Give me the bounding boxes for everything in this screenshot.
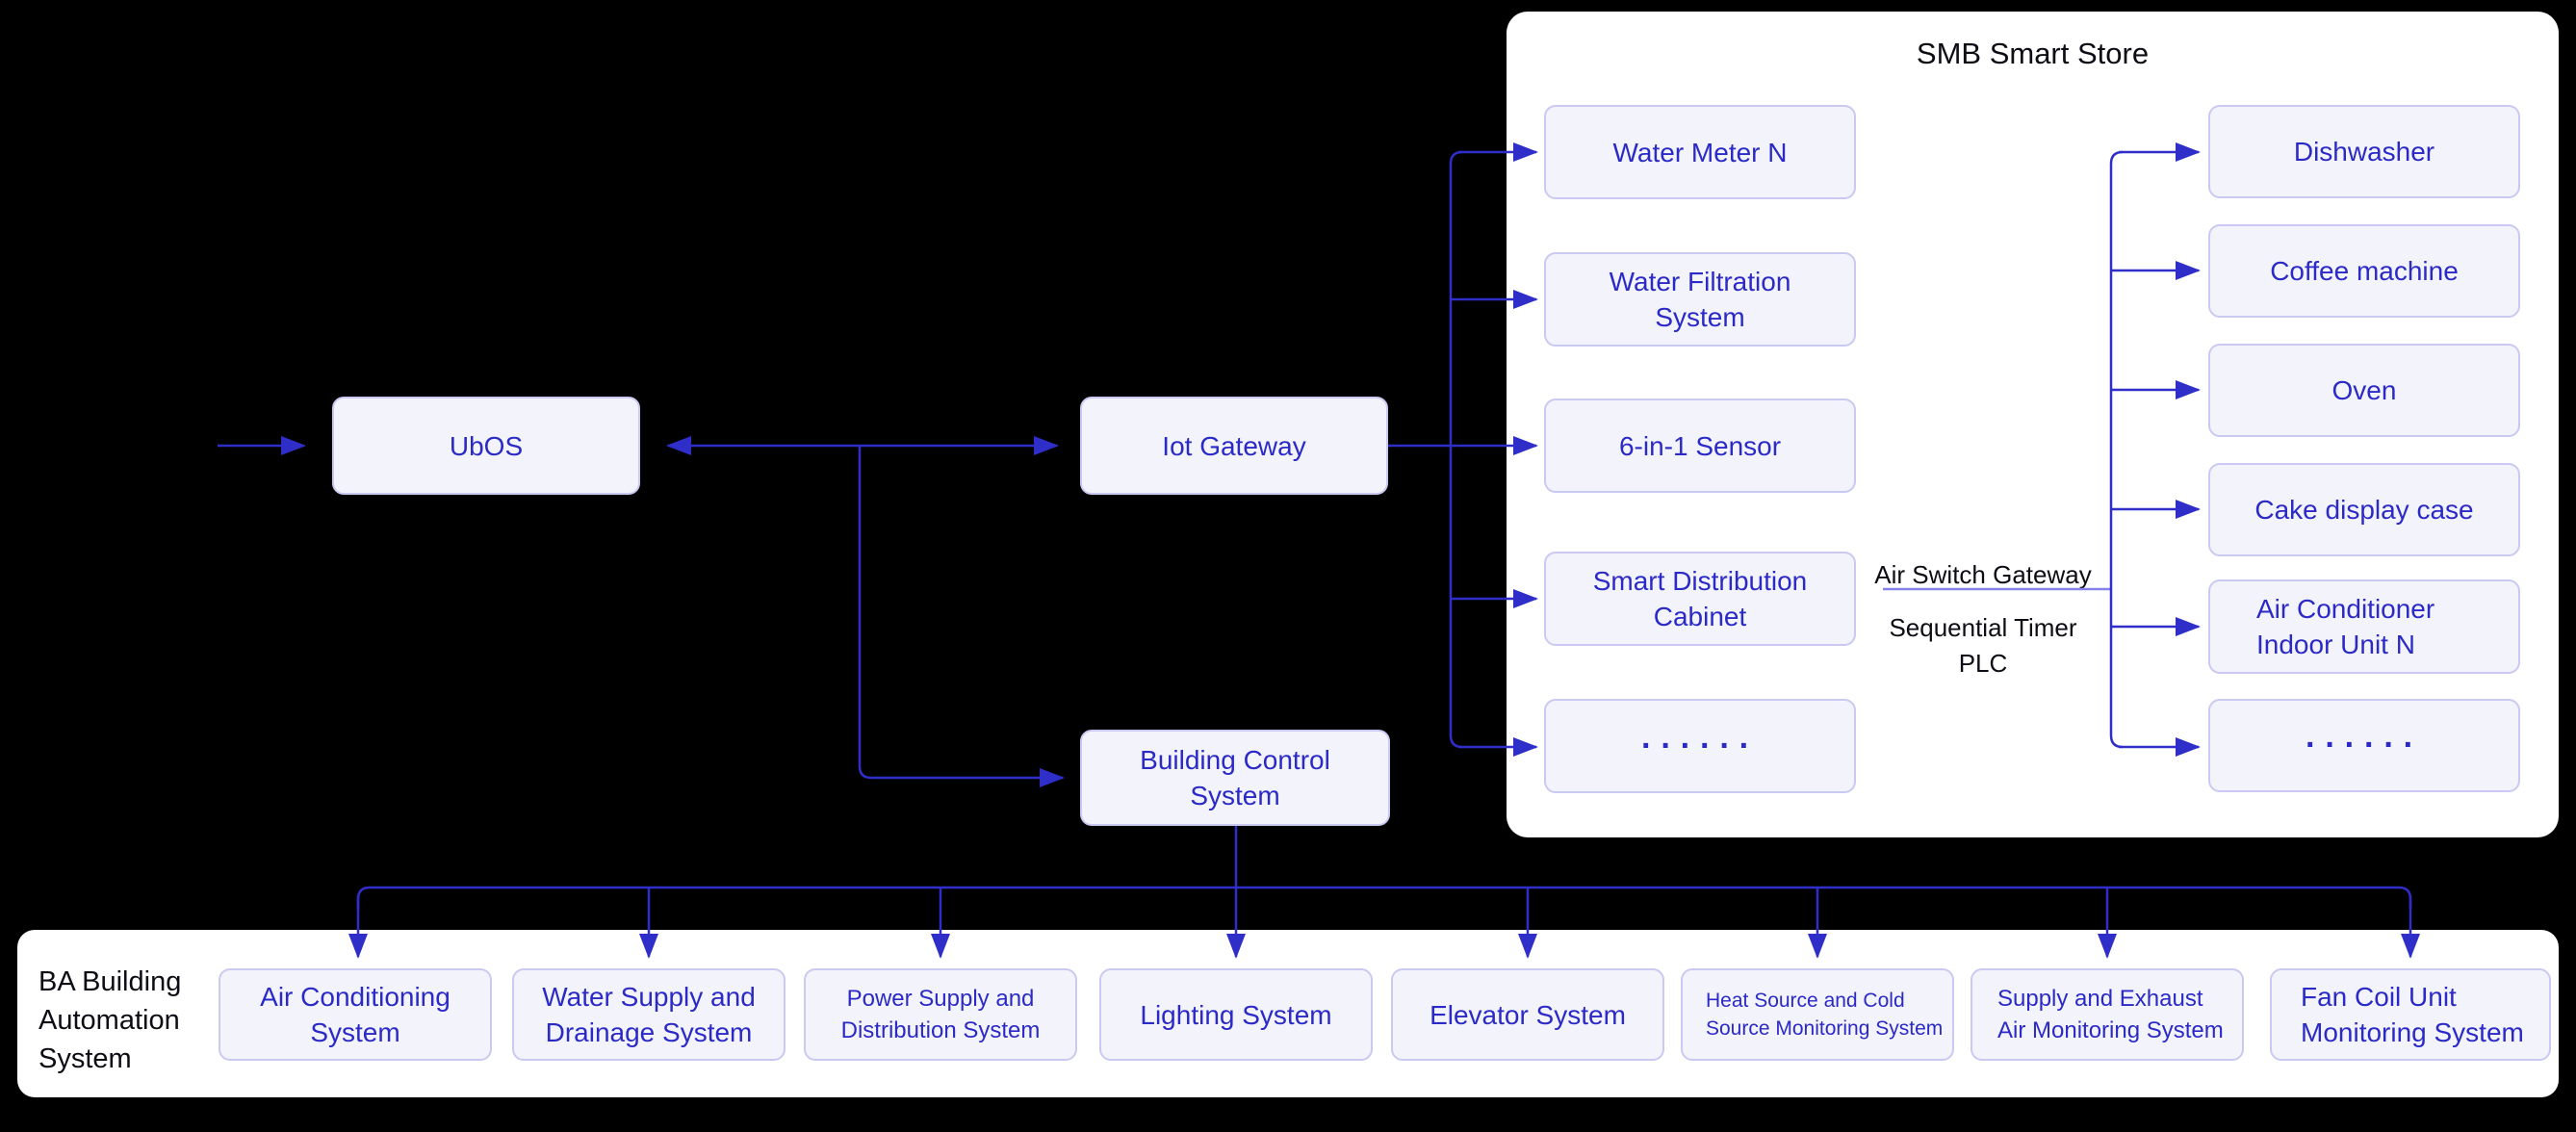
node-supply-exhaust-air-monitoring-system: Supply and Exhaust Air Monitoring System bbox=[1971, 968, 2244, 1061]
node-water-filtration-system: Water Filtration System bbox=[1544, 252, 1856, 347]
node-ubos: UbOS bbox=[332, 397, 640, 495]
air-switch-gateway-label: Air Switch Gateway bbox=[1874, 560, 2092, 589]
node-water-supply-drainage-system: Water Supply and Drainage System bbox=[512, 968, 786, 1061]
node-air-conditioning-system: Air Conditioning System bbox=[219, 968, 492, 1061]
sequential-timer-plc-label: Sequential Timer PLC bbox=[1889, 613, 2077, 678]
node-heat-cold-source-monitoring-system: Heat Source and Cold Source Monitoring S… bbox=[1681, 968, 1954, 1061]
node-elevator-system: Elevator System bbox=[1391, 968, 1664, 1061]
node-coffee-machine: Coffee machine bbox=[2208, 224, 2520, 318]
node-cake-display-case: Cake display case bbox=[2208, 463, 2520, 556]
node-iot-gateway: Iot Gateway bbox=[1080, 397, 1388, 495]
smb-panel-title: SMB Smart Store bbox=[1916, 37, 2150, 70]
ba-building-automation-label: BA Building Automation System bbox=[39, 966, 182, 1074]
node-smart-distribution-cabinet: Smart Distribution Cabinet bbox=[1544, 552, 1856, 646]
node-6-in-1-sensor: 6-in-1 Sensor bbox=[1544, 399, 1856, 493]
node-building-control-system: Building Control System bbox=[1080, 730, 1390, 826]
node-dishwasher: Dishwasher bbox=[2208, 105, 2520, 198]
node-right-ellipsis: ······ bbox=[2208, 699, 2520, 792]
node-oven: Oven bbox=[2208, 344, 2520, 437]
node-fan-coil-unit-monitoring-system: Fan Coil Unit Monitoring System bbox=[2270, 968, 2551, 1061]
node-lighting-system: Lighting System bbox=[1099, 968, 1373, 1061]
node-power-supply-distribution-system: Power Supply and Distribution System bbox=[804, 968, 1077, 1061]
node-air-conditioner-indoor-unit-n: Air Conditioner Indoor Unit N bbox=[2208, 579, 2520, 674]
node-left-ellipsis: ······ bbox=[1544, 699, 1856, 793]
node-water-meter-n: Water Meter N bbox=[1544, 105, 1856, 199]
